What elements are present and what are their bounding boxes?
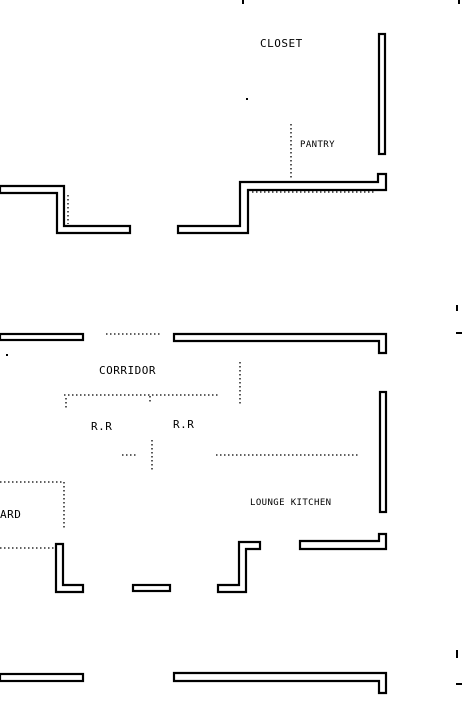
lower-left-stepped-wall xyxy=(54,542,85,594)
middle-right-vertical-wall xyxy=(378,390,388,514)
lower-center-wall xyxy=(131,583,172,593)
mark xyxy=(456,305,458,311)
room-left-label: R.R xyxy=(91,420,112,433)
pantry-label: PANTRY xyxy=(300,140,335,150)
lower-right-stepped-wall xyxy=(216,540,262,594)
lower-far-right-wall xyxy=(298,532,388,551)
bottom-right-note: LOUNGE KITCHEN xyxy=(250,498,331,508)
mark xyxy=(456,650,458,658)
room-right-label: R.R xyxy=(173,418,194,431)
corridor-label: CORRIDOR xyxy=(99,364,156,377)
upper-right-stepped-wall xyxy=(176,172,388,235)
middle-top-wall-right xyxy=(172,332,388,355)
closet-label: CLOSET xyxy=(260,37,303,50)
mark xyxy=(456,683,462,685)
mark xyxy=(6,354,8,356)
mark xyxy=(246,98,248,100)
upper-left-stepped-wall xyxy=(0,184,132,235)
upper-right-vertical-wall xyxy=(377,32,387,156)
middle-top-wall-left xyxy=(0,332,85,342)
bottom-wall-right xyxy=(172,671,388,695)
bottom-wall-left xyxy=(0,672,85,683)
mark xyxy=(458,0,460,4)
left-room-label: ARD xyxy=(0,508,21,521)
mark xyxy=(242,0,244,4)
mark xyxy=(456,332,462,334)
